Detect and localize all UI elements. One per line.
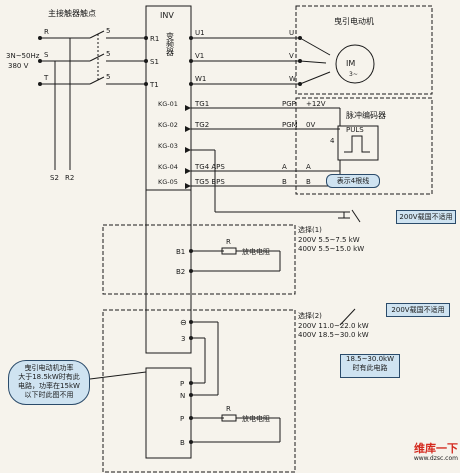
encoder-note: 表示4根线 xyxy=(326,174,380,188)
kg-label: KG-01 xyxy=(158,100,178,108)
tg-label: TG1 xyxy=(194,100,209,108)
signal-value: A xyxy=(306,163,311,171)
label-s2: S2 xyxy=(50,174,59,182)
output-u1: U1 xyxy=(195,29,205,37)
signal-label: B xyxy=(282,178,287,186)
kg-label: KG-03 xyxy=(158,142,178,150)
motor-power-callout: 曳引电动机功率 大于18.5kW时有此 电路，功率在15kW 以下时此图不用 xyxy=(8,360,90,405)
tg-label: TG4 APS xyxy=(194,163,225,171)
motor-frame xyxy=(295,5,433,95)
encoder-wire-count: 4 xyxy=(330,137,335,145)
signal-value: B xyxy=(306,178,311,186)
signal-label: PGP xyxy=(282,100,296,108)
option2-terminal-p1: P xyxy=(180,380,184,388)
watermark-text: 维库一下 xyxy=(414,442,458,455)
signal-value: 0V xyxy=(306,121,315,129)
option2-note: 200V载国不适用 xyxy=(386,303,450,317)
option1-line2: 400V 5.5~15.0 kW xyxy=(298,245,364,253)
inverter-title: INV xyxy=(160,11,174,20)
signal-label: A xyxy=(282,163,287,171)
motor-terminal-w: W xyxy=(289,75,296,83)
kg-label: KG-05 xyxy=(158,178,178,186)
kg-arrow xyxy=(185,105,191,111)
switch-mark-2: 5 xyxy=(106,50,110,58)
option2-frame xyxy=(102,309,296,473)
option2-resistor-symbol: R xyxy=(226,405,231,413)
watermark-url: www.dzsc.com xyxy=(413,455,458,462)
option1-resistor-label: 放电电阻 xyxy=(242,247,270,256)
kg-arrow xyxy=(185,183,191,189)
option2-terminal-b: B xyxy=(180,439,185,447)
option2-range-note: 18.5~30.0kW 时有此电路 xyxy=(340,354,400,378)
option1-terminal-b2: B2 xyxy=(176,268,185,276)
option2-title: 选择(2) xyxy=(298,311,322,320)
switch-mark-1: 5 xyxy=(106,27,110,35)
motor-title: 曳引电动机 xyxy=(334,16,374,26)
option1-resistor-symbol: R xyxy=(226,238,231,246)
motor-symbol: IM xyxy=(346,59,355,68)
encoder-symbol-box xyxy=(337,125,379,161)
inverter-box xyxy=(145,5,192,354)
phase-r: R xyxy=(44,28,49,36)
signal-label: PGM xyxy=(282,121,298,129)
option2-terminal-n: N xyxy=(180,392,185,400)
kg-label: KG-02 xyxy=(158,121,178,129)
output-v1: V1 xyxy=(195,52,204,60)
option2-terminal-3: 3 xyxy=(181,335,185,343)
watermark: 维库一下 www.dzsc.com xyxy=(396,442,458,463)
kg-arrow xyxy=(185,147,191,153)
phase-s: S xyxy=(44,51,49,59)
diagram-title: 主接触器触点 xyxy=(48,8,96,18)
input-s1: S1 xyxy=(150,58,159,66)
option1-terminal-b1: B1 xyxy=(176,248,185,256)
motor-terminal-v: V xyxy=(289,52,294,60)
tg-label: TG5 BPS xyxy=(194,178,225,186)
label-r2: R2 xyxy=(65,174,74,182)
option1-line1: 200V 5.5~7.5 kW xyxy=(298,236,360,244)
option1-note: 200V载国不适用 xyxy=(396,210,456,224)
kg-arrow xyxy=(185,126,191,132)
motor-sub: 3~ xyxy=(349,71,358,78)
inverter-name: 变频器 xyxy=(166,31,175,57)
option1-frame xyxy=(102,224,296,295)
option2-resistor-label: 放电电阻 xyxy=(242,414,270,423)
input-t1: T1 xyxy=(149,81,159,89)
option1-title: 选择(1) xyxy=(298,225,322,234)
braking-unit-box xyxy=(145,367,192,459)
phase-t: T xyxy=(43,74,49,82)
option2-line1: 200V 11.0~22.0 kW xyxy=(298,322,369,330)
input-r1: R1 xyxy=(150,35,159,43)
switch-mark-3: 5 xyxy=(106,73,110,81)
motor-circle xyxy=(335,44,375,84)
option2-line2: 400V 18.5~30.0 kW xyxy=(298,331,369,339)
output-w1: W1 xyxy=(195,75,206,83)
motor-terminal-u: U xyxy=(289,29,294,37)
option2-terminal-p2: P xyxy=(180,415,184,423)
tg-label: TG2 xyxy=(194,121,209,129)
kg-label: KG-04 xyxy=(158,163,178,171)
encoder-symbol: PULS xyxy=(346,126,364,134)
power-line1: 3N~50Hz xyxy=(6,52,40,60)
option2-terminal-minus: ⊖ xyxy=(180,318,187,327)
power-line2: 380 V xyxy=(8,62,29,70)
signal-value: +12V xyxy=(306,100,326,108)
encoder-frame xyxy=(295,97,433,195)
kg-arrow xyxy=(185,168,191,174)
encoder-title: 脉冲编码器 xyxy=(346,110,386,120)
